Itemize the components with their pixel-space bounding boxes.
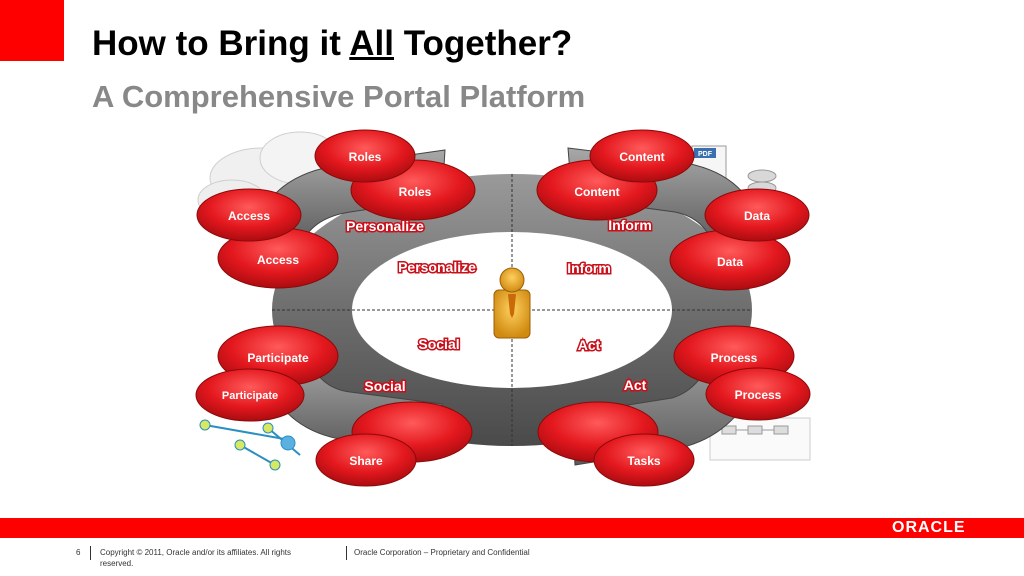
page-number: 6	[76, 548, 81, 557]
page-title: How to Bring it All Together?	[92, 22, 572, 66]
pill-back-label-access: Access	[257, 253, 299, 267]
pill-back-label-roles: Roles	[399, 185, 432, 199]
red-corner-block	[0, 0, 64, 61]
pill-label-data: Data	[744, 209, 770, 223]
copyright-text: Copyright © 2011, Oracle and/or its affi…	[100, 548, 292, 568]
pill-back-label-content: Content	[574, 185, 619, 199]
pill-data	[704, 188, 810, 242]
pill-label-tasks: Tasks	[627, 454, 660, 468]
ring-labels-outer: Personalize Inform Social Act	[345, 216, 654, 396]
ring-label-act: Act	[578, 337, 601, 353]
pill-process	[705, 367, 811, 421]
ring-label-inform: Inform	[567, 260, 611, 276]
pill-label-process: Process	[735, 388, 782, 402]
footer-separator	[346, 546, 347, 560]
front-pills	[195, 129, 811, 487]
ring-label-personalize: Personalize	[398, 259, 476, 275]
pill-access	[196, 188, 302, 242]
footer-separator	[90, 546, 91, 560]
pill-label-participate: Participate	[222, 390, 278, 402]
pill-content	[589, 129, 695, 183]
oracle-logo: ORACLE	[892, 519, 966, 536]
title-emphasis: All	[349, 24, 395, 63]
pill-back-label-data: Data	[717, 255, 743, 269]
ring-labels-inner: Personalize Inform Social Act	[397, 258, 613, 355]
front-pill-labels: Roles Access Content Data Participate Sh…	[222, 150, 782, 468]
ring-label-social: Social	[418, 336, 459, 352]
pill-roles	[314, 129, 416, 183]
pill-label-roles: Roles	[349, 150, 382, 164]
pill-label-content: Content	[619, 150, 664, 164]
pill-back-label-process: Process	[711, 351, 758, 365]
page-subtitle: A Comprehensive Portal Platform	[92, 79, 586, 114]
ring-label-personalize-outer: Personalize	[346, 218, 424, 234]
pill-share	[315, 433, 417, 487]
person-icon	[493, 267, 531, 339]
title-part-before: How to Bring it	[92, 24, 350, 63]
pill-tasks	[593, 433, 695, 487]
confidential-text: Oracle Corporation – Proprietary and Con…	[354, 548, 530, 557]
title-part-after: Together?	[394, 24, 573, 63]
ring-label-inform-outer: Inform	[608, 217, 652, 233]
pill-label-share: Share	[349, 454, 383, 468]
footer-bar	[0, 518, 1024, 538]
ring-label-act-outer: Act	[624, 377, 647, 393]
pill-label-access: Access	[228, 209, 270, 223]
pill-participate	[195, 368, 305, 422]
pill-back-label-participate: Participate	[247, 351, 309, 365]
back-pill-labels: Roles Access Content Data Participate Pr…	[247, 185, 757, 365]
network-graphic	[199, 419, 301, 471]
ring-label-social-outer: Social	[364, 378, 405, 394]
pdf-icon-label: PDF	[698, 151, 713, 158]
